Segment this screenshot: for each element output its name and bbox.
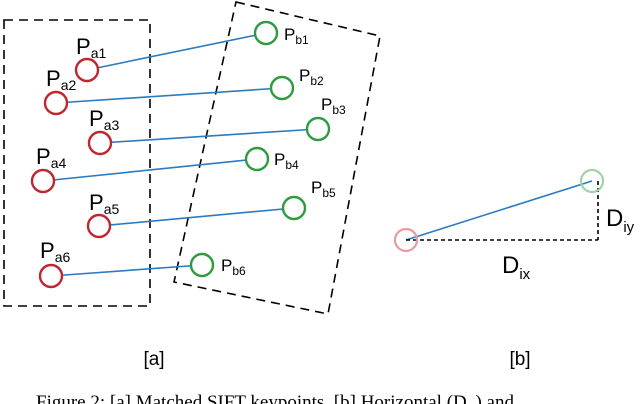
source-keypoint-label: Pa5 xyxy=(89,190,119,217)
target-keypoint-circle xyxy=(253,20,279,46)
source-keypoint-circle xyxy=(74,57,100,83)
match-lines xyxy=(42,32,319,277)
target-keypoint-label: Pb4 xyxy=(274,150,299,172)
image-a-frame xyxy=(3,19,151,307)
dx-label: Dix xyxy=(502,252,531,283)
panel-a-label: [a] xyxy=(143,349,164,370)
target-keypoint-label: Pb6 xyxy=(221,256,246,278)
faded-source-circle xyxy=(393,227,419,253)
target-keypoint-label: Pb1 xyxy=(284,25,309,47)
target-keypoint-circle xyxy=(281,195,307,221)
source-keypoint-label: Pa1 xyxy=(76,34,106,61)
hypotenuse-line xyxy=(405,180,593,241)
source-keypoint-circle xyxy=(30,168,56,194)
faded-target-circle xyxy=(579,168,605,194)
dy-label: Diy xyxy=(606,205,635,236)
target-keypoint-label: Pb2 xyxy=(299,66,324,88)
source-keypoint-label: Pa4 xyxy=(36,144,66,171)
panel-b-label: [b] xyxy=(509,349,530,370)
match-line xyxy=(50,264,203,277)
target-keypoint-circle xyxy=(244,146,270,172)
keypoint-circles xyxy=(30,20,331,289)
image-b-frame xyxy=(173,1,381,315)
source-keypoint-circle xyxy=(43,90,69,116)
target-keypoint-label: Pb5 xyxy=(311,178,336,200)
match-line xyxy=(55,87,283,104)
target-keypoint-circle xyxy=(305,116,331,142)
source-keypoint-label: Pa2 xyxy=(46,66,76,93)
source-keypoint-circle xyxy=(86,213,112,239)
match-line xyxy=(86,32,267,71)
target-keypoint-circle xyxy=(269,75,295,101)
match-line xyxy=(99,128,319,144)
figure-caption: Figure 2: [a] Matched SIFT keypoints. [b… xyxy=(36,392,514,404)
source-keypoint-label: Pa3 xyxy=(89,106,119,133)
match-line xyxy=(98,207,295,227)
source-keypoint-circle xyxy=(87,130,113,156)
match-line xyxy=(42,158,258,182)
target-keypoint-label: Pb3 xyxy=(321,95,346,117)
panel-b: Dix Diy xyxy=(393,168,635,283)
source-keypoint-circle xyxy=(38,263,64,289)
source-keypoint-label: Pa6 xyxy=(40,238,70,265)
target-keypoint-circle xyxy=(189,252,215,278)
